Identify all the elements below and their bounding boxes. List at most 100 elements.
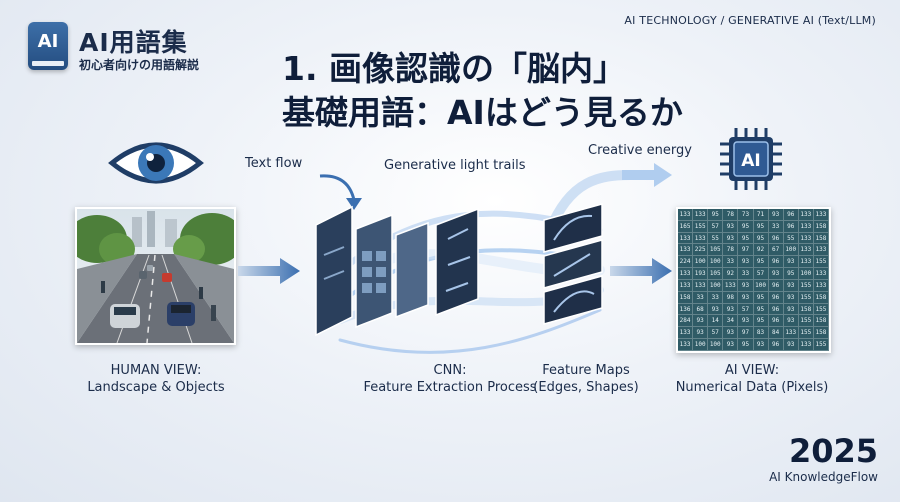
pixel-value-cell: 133 bbox=[798, 220, 814, 233]
pixel-value-cell: 95 bbox=[708, 209, 724, 221]
pixel-value-cell: 155 bbox=[798, 327, 814, 340]
pixel-value-cell: 93 bbox=[783, 339, 799, 351]
pixel-value-cell: 93 bbox=[723, 303, 739, 316]
pixel-value-cell: 73 bbox=[738, 209, 754, 221]
pixel-value-cell: 133 bbox=[678, 209, 694, 221]
category-label: AI TECHNOLOGY / GENERATIVE AI (Text/LLM) bbox=[624, 14, 876, 27]
pixel-value-cell: 71 bbox=[753, 209, 769, 221]
pixel-value-cell: 96 bbox=[768, 303, 784, 316]
pixel-value-cell: 93 bbox=[693, 327, 709, 340]
pixel-value-cell: 57 bbox=[708, 327, 724, 340]
pixel-value-cell: 33 bbox=[708, 291, 724, 304]
pixel-value-cell: 33 bbox=[693, 291, 709, 304]
feature-maps-desc: (Edges, Shapes) bbox=[533, 380, 639, 395]
pixel-value-cell: 92 bbox=[753, 244, 769, 257]
pixel-value-cell: 155 bbox=[813, 303, 829, 316]
pixel-value-cell: 68 bbox=[693, 303, 709, 316]
cnn-desc: Feature Extraction Process bbox=[363, 380, 537, 395]
pixel-value-cell: 93 bbox=[783, 256, 799, 269]
pixel-value-cell: 155 bbox=[813, 256, 829, 269]
pixel-value-cell: 158 bbox=[813, 291, 829, 304]
creative-energy-arrow-icon bbox=[622, 163, 672, 187]
pixel-value-cell: 33 bbox=[723, 256, 739, 269]
pixel-value-cell: 14 bbox=[708, 315, 724, 328]
pixel-value-cell: 92 bbox=[723, 268, 739, 280]
ai-view-title: AI VIEW: bbox=[724, 363, 780, 378]
pixel-value-cell: 93 bbox=[723, 220, 739, 233]
page-title-line-1: 1. 画像認識の「脳内」 bbox=[282, 49, 626, 88]
pixel-value-cell: 67 bbox=[768, 244, 784, 257]
pixel-value-cell: 84 bbox=[768, 327, 784, 340]
page-title-line-2: 基礎用語：AIはどう見るか bbox=[282, 93, 683, 132]
chip-label: AI bbox=[741, 151, 760, 171]
pixel-value-cell: 133 bbox=[693, 279, 709, 292]
pixel-value-cell: 133 bbox=[813, 244, 829, 257]
pixel-value-cell: 96 bbox=[783, 220, 799, 233]
pixel-value-cell: 105 bbox=[708, 268, 724, 280]
pixel-value-cell: 155 bbox=[693, 220, 709, 233]
human-view-title: HUMAN VIEW: bbox=[110, 363, 202, 378]
ai-chip-icon: AI bbox=[720, 128, 782, 190]
pixel-value-cell: 93 bbox=[708, 303, 724, 316]
pixel-value-cell: 93 bbox=[783, 279, 799, 292]
ai-view-caption: AI VIEW: Numerical Data (Pixels) bbox=[666, 362, 838, 396]
pixel-value-cell: 165 bbox=[678, 220, 694, 233]
pixel-value-cell: 155 bbox=[813, 339, 829, 351]
pixel-value-cell: 95 bbox=[753, 315, 769, 328]
pixel-value-cell: 133 bbox=[798, 339, 814, 351]
text-flow-label: Text flow bbox=[245, 156, 303, 171]
pixel-value-cell: 136 bbox=[678, 303, 694, 316]
pixel-value-cell: 96 bbox=[783, 209, 799, 221]
ai-view-desc: Numerical Data (Pixels) bbox=[675, 380, 829, 395]
pixel-value-cell: 95 bbox=[753, 291, 769, 304]
cnn-title: CNN: bbox=[433, 363, 467, 378]
pixel-value-cell: 97 bbox=[738, 244, 754, 257]
light-trails-label: Generative light trails bbox=[384, 158, 526, 173]
pixel-value-cell: 93 bbox=[738, 291, 754, 304]
footer-brand: AI KnowledgeFlow bbox=[769, 470, 878, 484]
feature-maps bbox=[543, 203, 603, 325]
pixel-value-cell: 93 bbox=[738, 279, 754, 292]
pixel-value-cell: 98 bbox=[723, 291, 739, 304]
pixel-value-cell: 158 bbox=[678, 291, 694, 304]
pixel-value-cell: 93 bbox=[738, 256, 754, 269]
pixel-value-cell: 95 bbox=[738, 232, 754, 245]
pixel-value-cell: 93 bbox=[783, 291, 799, 304]
pixel-value-cell: 133 bbox=[798, 244, 814, 257]
pixel-value-cell: 133 bbox=[813, 209, 829, 221]
pixel-value-cell: 93 bbox=[723, 339, 739, 351]
brand-subtitle: 初心者向けの用語解説 bbox=[79, 58, 200, 72]
street-photo bbox=[75, 207, 236, 345]
pixel-value-cell: 78 bbox=[723, 244, 739, 257]
pixel-value-cell: 57 bbox=[753, 268, 769, 280]
pixel-value-cell: 95 bbox=[738, 220, 754, 233]
pixel-value-cell: 225 bbox=[693, 244, 709, 257]
feature-maps-caption: Feature Maps (Edges, Shapes) bbox=[526, 362, 646, 396]
pixel-value-cell: 158 bbox=[798, 303, 814, 316]
pixel-value-cell: 96 bbox=[768, 291, 784, 304]
eye-icon bbox=[108, 142, 204, 184]
pixel-value-cell: 105 bbox=[708, 244, 724, 257]
year-label: 2025 bbox=[788, 432, 878, 470]
pixel-value-cell: 100 bbox=[783, 244, 799, 257]
pixel-value-cell: 133 bbox=[693, 232, 709, 245]
pixel-value-cell: 133 bbox=[678, 244, 694, 257]
book-icon: AI bbox=[28, 22, 68, 70]
pixel-value-cell: 55 bbox=[783, 232, 799, 245]
cnn-caption: CNN: Feature Extraction Process bbox=[360, 362, 540, 396]
pixel-value-cell: 100 bbox=[708, 339, 724, 351]
pixel-value-cell: 133 bbox=[813, 268, 829, 280]
pixel-value-cell: 93 bbox=[738, 315, 754, 328]
human-view-caption: HUMAN VIEW: Landscape & Objects bbox=[66, 362, 246, 396]
pixel-value-cell: 96 bbox=[768, 256, 784, 269]
curved-arrow-icon bbox=[319, 174, 362, 210]
pixel-value-cell: 133 bbox=[723, 279, 739, 292]
pixel-value-cell: 158 bbox=[813, 220, 829, 233]
pixel-value-cell: 55 bbox=[708, 232, 724, 245]
pixel-value-cell: 93 bbox=[693, 315, 709, 328]
pixel-value-cell: 100 bbox=[693, 256, 709, 269]
creative-energy-label: Creative energy bbox=[588, 143, 692, 158]
pixel-value-cell: 96 bbox=[768, 315, 784, 328]
pixel-value-cell: 133 bbox=[678, 327, 694, 340]
pixel-value-cell: 93 bbox=[723, 232, 739, 245]
